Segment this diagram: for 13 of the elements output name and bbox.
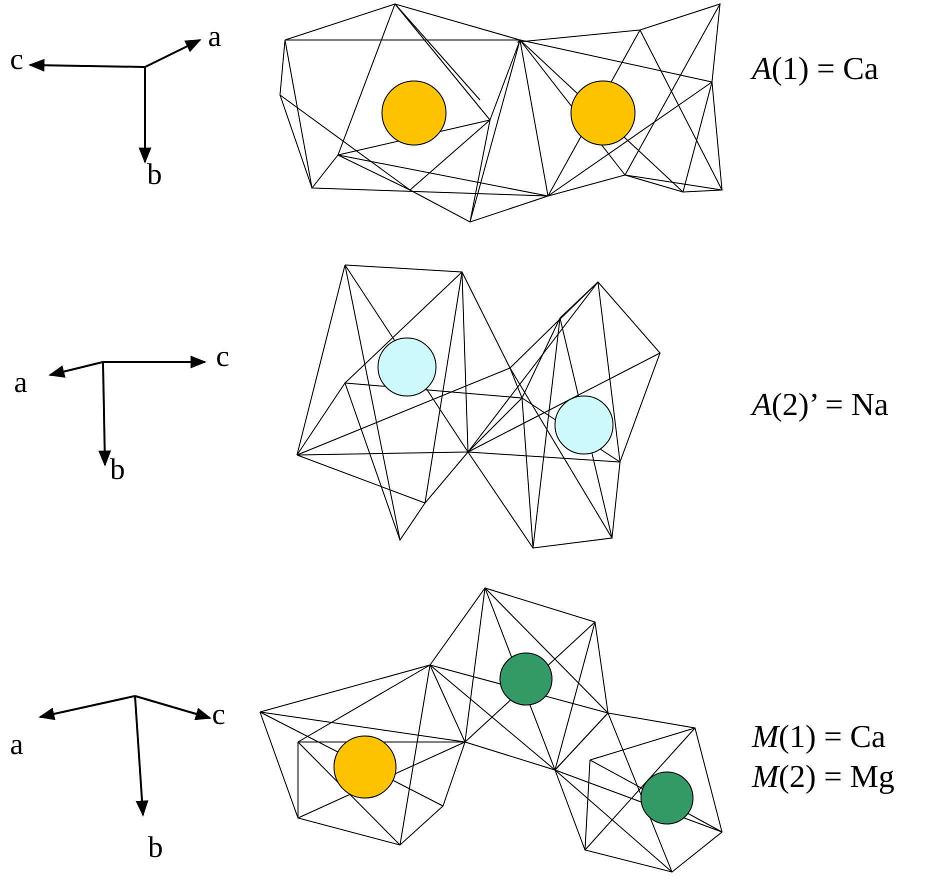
site-label: M(1) = Ca: [752, 720, 886, 752]
axis-label: c: [212, 700, 226, 730]
site-label: A(2)’ = Na: [752, 388, 888, 420]
axis-label: c: [216, 342, 230, 372]
axis-label: b: [110, 455, 125, 485]
site-label: M(2) = Mg: [752, 760, 894, 792]
axis-label: a: [10, 730, 24, 760]
axis-label: a: [208, 22, 222, 52]
axis-label: c: [10, 45, 24, 75]
axis-label: b: [148, 833, 163, 863]
axis-label: b: [147, 160, 162, 190]
site-label: A(1) = Ca: [752, 52, 878, 84]
axis-label: a: [14, 368, 28, 398]
